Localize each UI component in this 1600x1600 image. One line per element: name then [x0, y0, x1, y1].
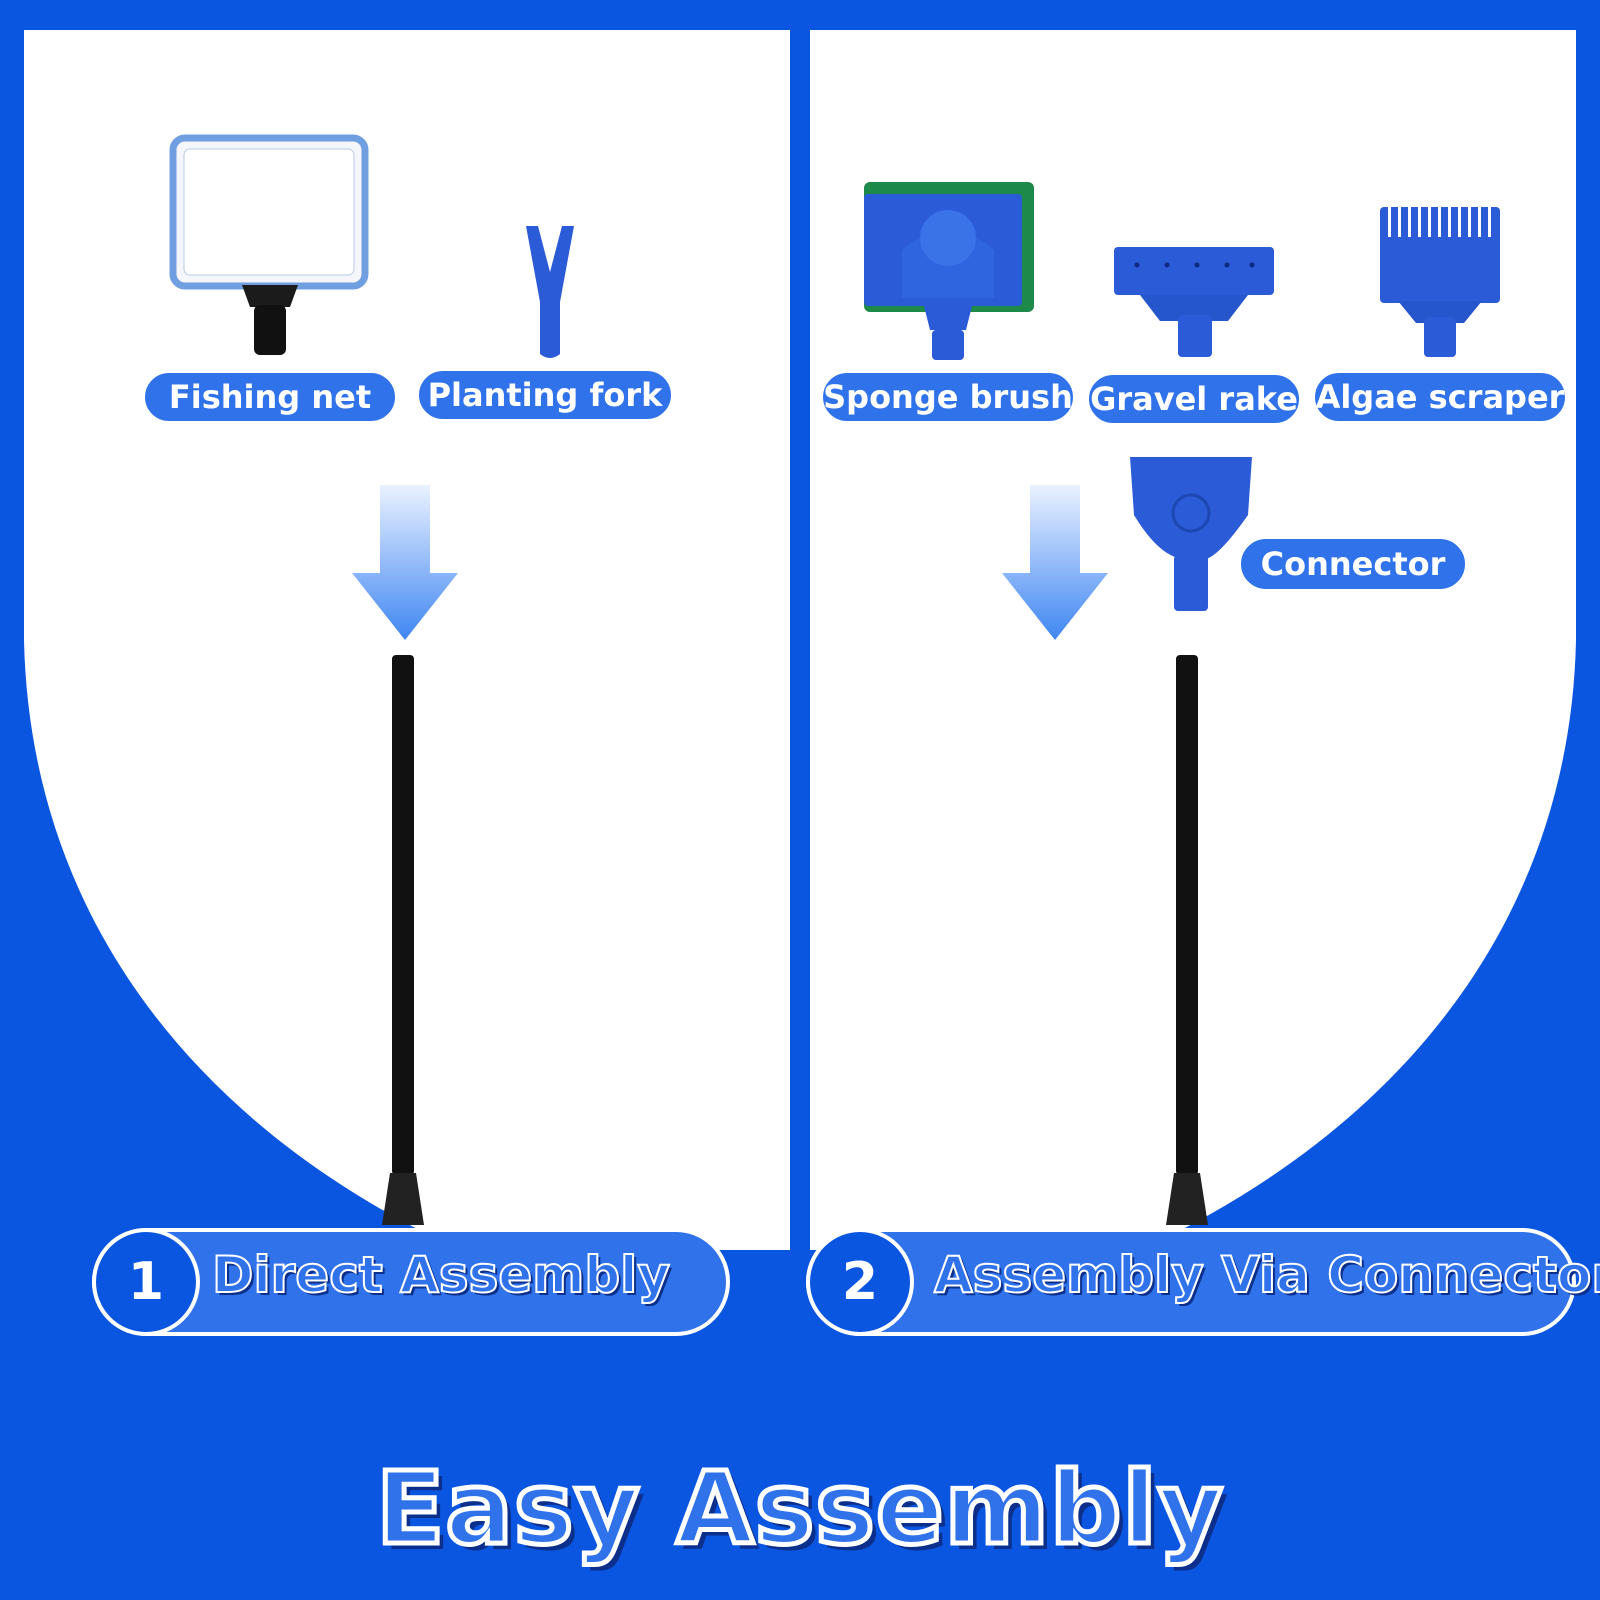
gravel-rake-icon [1114, 247, 1274, 357]
step-number: 2 [806, 1228, 914, 1336]
sponge-brush-label: Sponge brush [820, 370, 1076, 424]
fishing-net-label: Fishing net [142, 370, 398, 424]
sponge-brush-icon [864, 182, 1034, 360]
algae-scraper-icon [1380, 207, 1500, 357]
step-label: Direct Assembly [211, 1245, 671, 1305]
planting-fork-label: Planting fork [416, 368, 674, 422]
gravel-rake-label: Gravel rake [1086, 372, 1302, 426]
algae-scraper-label: Algae scraper [1312, 370, 1568, 424]
step-label: Assembly Via Connector [933, 1245, 1600, 1305]
handle-rod-icon [1166, 655, 1208, 1225]
step-number: 1 [92, 1228, 200, 1336]
down-arrow-icon [1002, 485, 1108, 640]
page-title: Easy Assembly [374, 1448, 1226, 1570]
connector-icon [1130, 457, 1252, 611]
connector-label: Connector [1238, 536, 1468, 592]
step-assembly-via-connector: 2 Assembly Via Connector [806, 1228, 1600, 1336]
fishing-net-icon [169, 134, 369, 355]
down-arrow-icon [352, 485, 458, 640]
handle-rod-icon [382, 655, 424, 1225]
planting-fork-icon [526, 226, 574, 358]
step-direct-assembly: 1 Direct Assembly [92, 1228, 730, 1336]
